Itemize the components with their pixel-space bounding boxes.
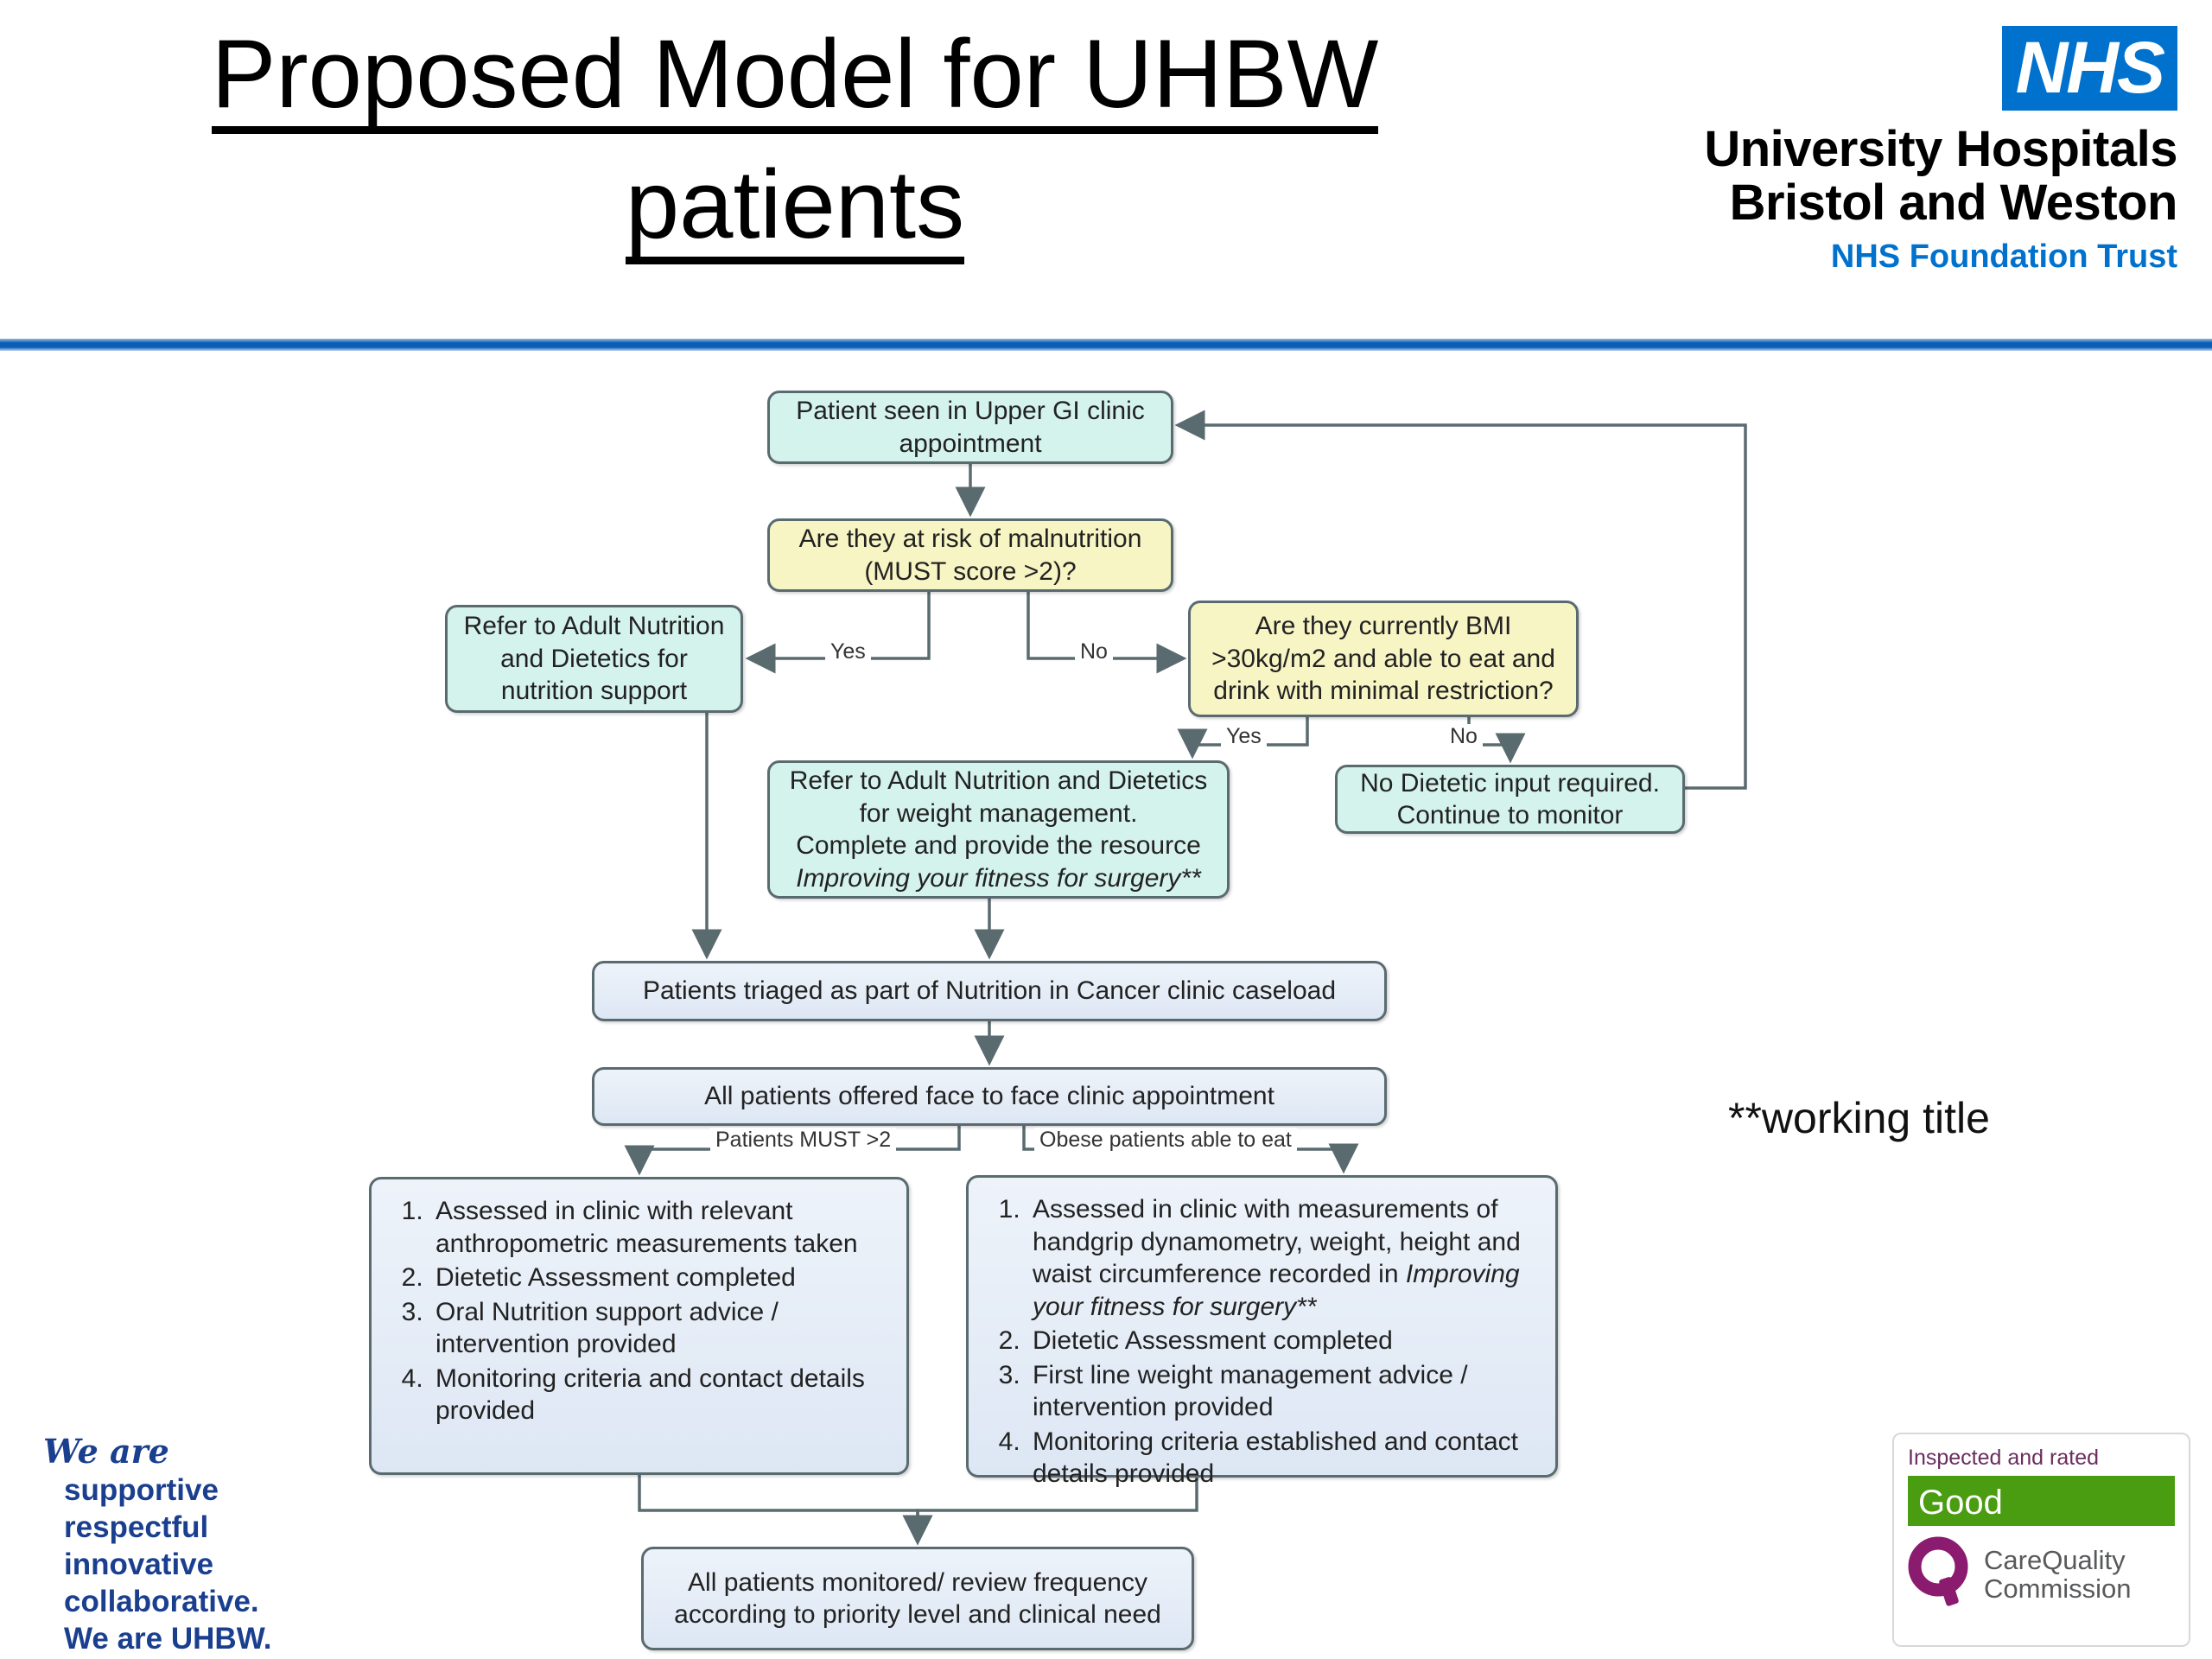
node-all-patients-monitored[interactable]: All patients monitored/ review frequency… <box>641 1547 1194 1650</box>
list-item: Assessed in clinic with measurements of … <box>1027 1193 1536 1323</box>
page-title: Proposed Model for UHBW patients <box>95 26 1495 264</box>
list-item: Monitoring criteria and contact details … <box>430 1363 887 1427</box>
must-pathway-list: Assessed in clinic with relevant anthrop… <box>391 1195 887 1427</box>
page-title-line-2: patients <box>625 156 965 264</box>
trust-subtitle: NHS Foundation Trust <box>1830 238 2177 275</box>
no-dietetic-line-1: No Dietetic input required. <box>1360 768 1660 798</box>
cqc-q-logo-icon <box>1908 1536 1975 1611</box>
node-clinic-appointment-offered[interactable]: All patients offered face to face clinic… <box>592 1067 1387 1126</box>
nhs-branding: NHS University Hospitals Bristol and Wes… <box>1694 26 2178 275</box>
obese-item-1-resource-title: Improving your fitness for surgery** <box>1033 1260 1520 1321</box>
list-item: Oral Nutrition support advice / interven… <box>430 1296 887 1361</box>
working-title-footnote: **working title <box>1728 1094 1990 1142</box>
node-obese-pathway-steps[interactable]: Assessed in clinic with measurements of … <box>966 1175 1558 1488</box>
refer-ns-line-3: nutrition support <box>500 677 688 706</box>
node-must-pathway-steps[interactable]: Assessed in clinic with relevant anthrop… <box>369 1177 909 1475</box>
values-line-1: We are <box>43 1432 169 1471</box>
refer-ns-line-1: Refer to Adult Nutrition <box>463 612 725 641</box>
node-refer-nutrition-support[interactable]: Refer to Adult Nutrition and Dietetics f… <box>445 605 743 713</box>
values-line-6: We are UHBW. <box>64 1622 272 1656</box>
no-dietetic-line-2: Continue to monitor <box>1396 801 1624 830</box>
trust-name-line-2: Bristol and Weston <box>1729 175 2178 231</box>
values-line-5: collaborative. <box>64 1585 259 1618</box>
monitored-line-1: All patients monitored/ review frequency <box>688 1567 1147 1597</box>
edge-label-obese-patients: Obese patients able to eat <box>1034 1128 1297 1153</box>
refer-ns-line-2: and Dietetics for <box>500 644 688 673</box>
edge-label-no-malnutrition: No <box>1075 639 1113 664</box>
obese-pathway-list: Assessed in clinic with measurements of … <box>988 1193 1536 1491</box>
page-title-line-1: Proposed Model for UHBW <box>211 26 1379 134</box>
list-item: Dietetic Assessment completed <box>1027 1325 1536 1357</box>
slide-header: Proposed Model for UHBW patients NHS Uni… <box>0 0 2212 351</box>
node-patients-triaged[interactable]: Patients triaged as part of Nutrition in… <box>592 961 1387 1021</box>
refer-wm-line-1: Refer to Adult Nutrition and Dietetics <box>789 766 1208 795</box>
edge-label-yes-malnutrition: Yes <box>825 639 871 664</box>
node-refer-weight-management[interactable]: Refer to Adult Nutrition and Dietetics f… <box>767 760 1230 899</box>
monitored-line-2: according to priority level and clinical… <box>674 1600 1161 1629</box>
edge-label-yes-bmi: Yes <box>1221 724 1267 749</box>
trust-name-line-1: University Hospitals <box>1704 121 2177 177</box>
list-item: Assessed in clinic with relevant anthrop… <box>430 1195 887 1260</box>
list-item: Monitoring criteria established and cont… <box>1027 1426 1536 1491</box>
edge-label-patients-must: Patients MUST >2 <box>710 1128 897 1153</box>
refer-wm-resource-title: Improving your fitness for surgery** <box>796 863 1201 893</box>
uhbw-values-statement: We are supportive respectful innovative … <box>43 1433 406 1657</box>
values-line-3: respectful <box>64 1510 209 1544</box>
cqc-rating-value: Good <box>1908 1476 2175 1526</box>
cqc-name: CareQuality Commission <box>1984 1546 2132 1603</box>
node-upper-gi-appointment[interactable]: Patient seen in Upper GI clinic appointm… <box>767 391 1173 464</box>
cqc-name-line-2: Commission <box>1984 1573 2132 1604</box>
node-no-dietetic-input[interactable]: No Dietetic input required. Continue to … <box>1335 765 1685 834</box>
list-item: First line weight management advice / in… <box>1027 1359 1536 1424</box>
cqc-name-line-1: CareQuality <box>1984 1544 2126 1575</box>
node-bmi-question[interactable]: Are they currently BMI >30kg/m2 and able… <box>1188 601 1579 717</box>
cqc-rating-badge: Inspected and rated Good CareQuality Com… <box>1892 1433 2190 1647</box>
header-divider <box>0 339 2212 351</box>
values-line-4: innovative <box>64 1548 214 1581</box>
refer-wm-line-2: for weight management. <box>859 798 1138 828</box>
nhs-logo: NHS <box>2001 26 2177 111</box>
obese-item-1-text: Assessed in clinic with measurements of … <box>1033 1195 1521 1288</box>
trust-name: University Hospitals Bristol and Weston <box>1694 123 2177 230</box>
edge-label-no-bmi: No <box>1445 724 1483 749</box>
values-line-2: supportive <box>64 1473 219 1507</box>
node-malnutrition-risk-question[interactable]: Are they at risk of malnutrition (MUST s… <box>767 518 1173 592</box>
list-item: Dietetic Assessment completed <box>430 1262 887 1294</box>
cqc-inspected-label: Inspected and rated <box>1908 1446 2099 1470</box>
refer-wm-line-3: Complete and provide the resource <box>796 831 1201 860</box>
